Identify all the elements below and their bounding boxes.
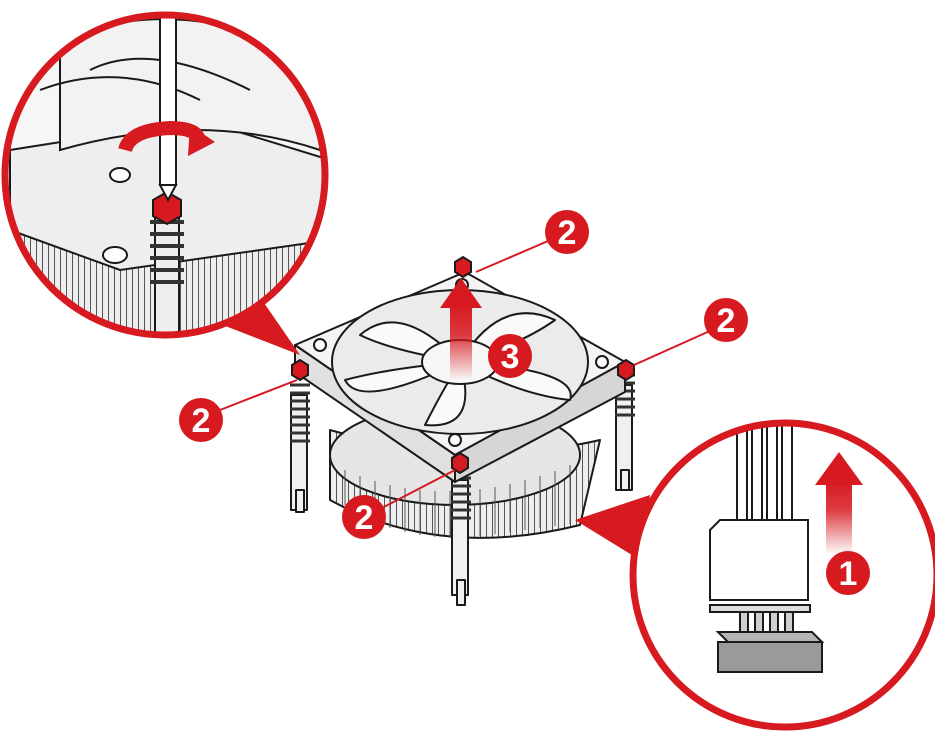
callout-2-right: 2	[704, 298, 748, 342]
callout-3: 3	[488, 334, 532, 378]
callout-1: 1	[826, 551, 870, 595]
callout-2-top: 2	[545, 210, 589, 254]
svg-text:3: 3	[501, 338, 520, 376]
svg-text:2: 2	[558, 214, 577, 252]
svg-text:2: 2	[192, 402, 211, 440]
callout-2-left: 2	[179, 398, 223, 442]
right-callout-pointer	[575, 495, 650, 560]
lift-arrow	[440, 278, 482, 380]
leader-lines	[219, 237, 713, 511]
fan-cable-detail-callout	[575, 419, 935, 731]
callout-2-bottom: 2	[342, 495, 386, 539]
svg-text:2: 2	[717, 302, 736, 340]
svg-text:1: 1	[839, 555, 858, 593]
screw-heads	[291, 255, 635, 475]
svg-text:2: 2	[355, 499, 374, 537]
screwdriver-detail-callout	[1, 11, 329, 355]
